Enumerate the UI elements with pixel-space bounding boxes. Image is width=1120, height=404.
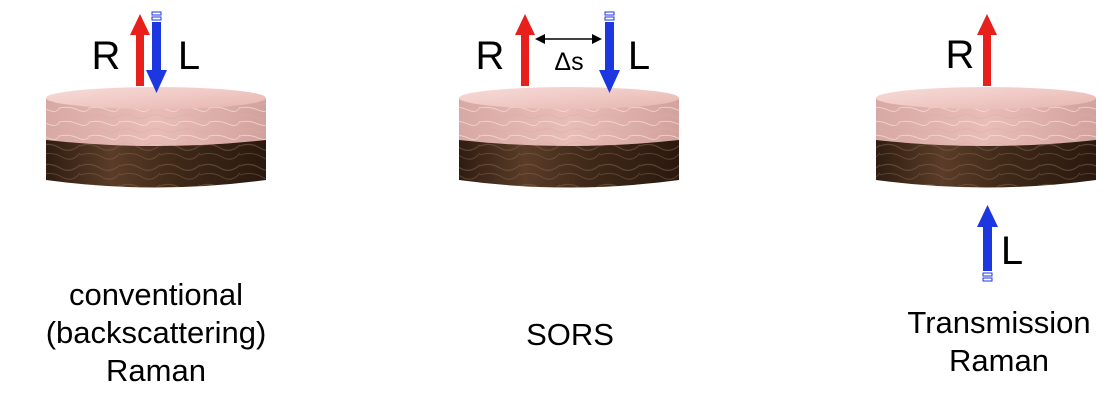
raman-label: R [476,34,505,78]
caption-sors: SORS [470,316,670,354]
sample-disc [876,87,1096,188]
top-layer-texture [876,98,1096,146]
sample-disc [46,87,266,188]
panel-sors: Δs R L [459,11,679,188]
offset-label: Δs [554,48,583,76]
caption-line: (backscattering) [45,315,267,350]
bottom-layer-texture [46,140,266,188]
raman-arrow [130,14,150,86]
raman-label: R [946,33,975,77]
top-surface [46,87,266,109]
raman-arrow [515,14,535,86]
raman-arrow [977,14,997,86]
caption-line: conventional [68,277,244,312]
caption-line: Raman [106,353,206,388]
caption-line: Transmission [907,305,1091,340]
panel-conventional: R L [46,11,266,188]
sample-disc [459,87,679,188]
caption-line: SORS [526,317,614,352]
top-layer-texture [46,98,266,146]
bottom-layer-texture [459,140,679,188]
offset-arrow [535,34,602,44]
caption-line: Raman [949,343,1049,378]
laser-arrow [146,11,167,93]
caption-conventional: conventional (backscattering) Raman [6,276,306,390]
top-surface [876,87,1096,109]
top-surface [459,87,679,109]
laser-arrow [599,11,620,93]
panel-transmission: R L [876,14,1096,282]
raman-label: R [92,34,121,78]
laser-arrow [977,205,998,282]
top-layer-texture [459,98,679,146]
laser-label: L [178,34,200,78]
caption-transmission: Transmission Raman [884,304,1114,380]
laser-label: L [1001,229,1023,273]
laser-label: L [628,34,650,78]
bottom-layer-texture [876,140,1096,188]
